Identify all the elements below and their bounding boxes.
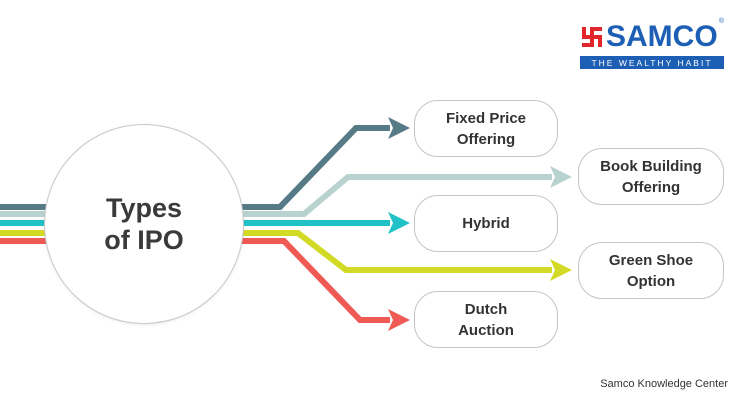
node-dutch-auction: Dutch Auction [414, 291, 558, 348]
samco-logo: SAMCO ® THE WEALTHY HABIT [580, 18, 724, 70]
arrow-hybrid-head [388, 212, 410, 234]
node-fixed-price-offering: Fixed Price Offering [414, 100, 558, 157]
brand-tagline: THE WEALTHY HABIT [580, 56, 724, 69]
source-credit: Samco Knowledge Center [600, 378, 728, 390]
arrow-dutch-auction-head [388, 309, 410, 331]
swastika-logo-icon [582, 27, 602, 47]
center-circle: Types of IPO [44, 124, 244, 324]
node-book-building-offering: Book Building Offering [578, 148, 724, 205]
node-hybrid: Hybrid [414, 195, 558, 252]
node-green-shoe-option: Green Shoe Option [578, 242, 724, 299]
registered-mark: ® [718, 18, 724, 25]
arrow-green-shoe-head [550, 259, 572, 281]
brand-name: SAMCO [606, 20, 718, 53]
arrow-book-building-head [550, 166, 572, 188]
center-title-line2: of IPO [104, 225, 184, 255]
center-title-line1: Types [105, 192, 183, 223]
arrow-fixed-price-head [388, 117, 410, 139]
